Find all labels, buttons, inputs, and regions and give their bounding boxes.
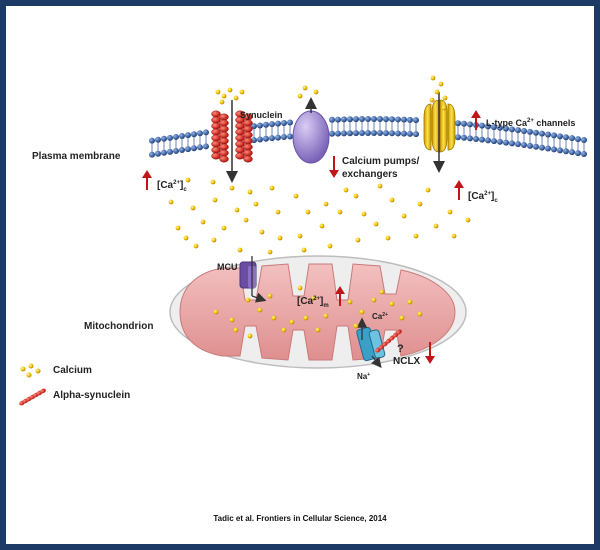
legend-synuclein-icon (19, 388, 46, 406)
legend-synuclein-label: Alpha-synuclein (53, 390, 130, 401)
legend: Calcium Alpha-synuclein (19, 363, 130, 406)
cam-label: [Ca2+]m (297, 296, 329, 309)
cac-left-label: [Ca2+]c (157, 180, 187, 193)
pumps-down-arrow (329, 156, 339, 178)
cam-up-arrow (335, 286, 345, 306)
cac-right-up-arrow (454, 180, 464, 200)
synuclein-pore (211, 110, 253, 163)
synuclein-nclx-cluster (375, 329, 402, 353)
ltype-channel-label: L-type Ca2+ channels (486, 118, 575, 128)
regulation-arrows (142, 110, 481, 364)
na-ion-label: Na+ (357, 372, 370, 381)
mcu-label: MCU (217, 262, 238, 272)
ltype-up-arrow (471, 110, 481, 130)
legend-calcium-label: Calcium (53, 365, 92, 376)
calcium-pump (292, 110, 330, 164)
pumps-label-line1: Calcium pumps/ (342, 156, 419, 167)
synuclein-label: Synuclein (240, 110, 283, 120)
calcium-ions (168, 75, 471, 339)
nclx-exchanger (356, 317, 386, 369)
mitochondrion-label: Mitochondrion (84, 321, 153, 332)
mcu-channel (239, 256, 267, 303)
plasma-membrane-bilayer (149, 116, 587, 158)
figure-caption: Tadic et al. Frontiers in Cellular Scien… (213, 514, 387, 523)
pumps-label-line2: exchangers (342, 169, 398, 180)
plasma-membrane-label: Plasma membrane (32, 151, 121, 162)
cac-right-label: [Ca2+]c (468, 191, 498, 204)
nclx-down-arrow (425, 342, 435, 364)
cac-left-up-arrow (142, 170, 152, 190)
nclx-label: NCLX (393, 356, 421, 367)
l-type-channel (423, 99, 456, 153)
ca-ion-label: Ca2+ (372, 312, 388, 321)
legend-calcium-icon (20, 363, 41, 378)
question-mark: ? (397, 343, 404, 355)
